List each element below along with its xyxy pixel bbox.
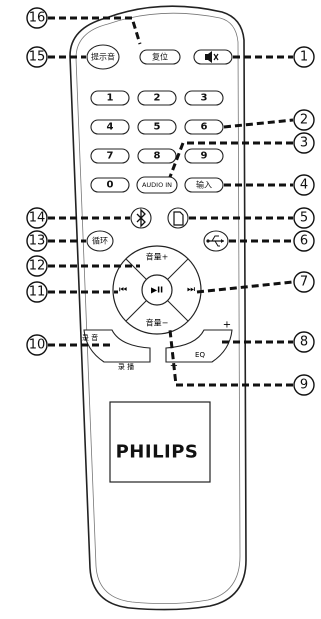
digit-3-label: 3 bbox=[201, 93, 208, 104]
callout-13-number: 13 bbox=[29, 234, 46, 249]
input-button[interactable]: 输入 bbox=[184, 177, 224, 193]
digit-3-button[interactable]: 3 bbox=[184, 90, 224, 106]
previous-button[interactable]: ⏮ bbox=[119, 285, 127, 295]
digit-2-button[interactable]: 2 bbox=[137, 90, 177, 106]
callout-9-number: 9 bbox=[300, 378, 308, 393]
digit-6-button[interactable]: 6 bbox=[184, 119, 224, 135]
play-pause-button[interactable]: ▶II bbox=[151, 286, 163, 295]
callout-12: 12 bbox=[26, 255, 48, 277]
callout-16: 16 bbox=[26, 7, 48, 29]
philips-logo: PHILIPS bbox=[116, 442, 199, 463]
volume-down-label: 音量− bbox=[146, 318, 169, 328]
bluetooth-icon bbox=[136, 208, 146, 228]
eq-label: EQ bbox=[195, 351, 205, 359]
callout-3-number: 3 bbox=[300, 136, 308, 151]
callout-13: 13 bbox=[26, 230, 48, 252]
digit-7-label: 7 bbox=[107, 151, 114, 162]
callout-8: 8 bbox=[293, 331, 315, 353]
callout-4: 4 bbox=[293, 174, 315, 196]
callout-11-number: 11 bbox=[29, 285, 46, 300]
callout-14-number: 14 bbox=[29, 211, 46, 226]
digit-8-button[interactable]: 8 bbox=[137, 148, 177, 164]
callout-3: 3 bbox=[293, 132, 315, 154]
reset-label: 复位 bbox=[152, 52, 168, 62]
speaker-mute-icon bbox=[205, 51, 219, 63]
next-button[interactable]: ⏭ bbox=[187, 285, 195, 295]
callout-15: 15 bbox=[26, 46, 48, 68]
callout-16-number: 16 bbox=[29, 11, 46, 26]
digit-4-button[interactable]: 4 bbox=[90, 119, 130, 135]
digit-5-button[interactable]: 5 bbox=[137, 119, 177, 135]
play-pause-icon: ▶II bbox=[151, 286, 163, 295]
record-label: 录 音 bbox=[82, 333, 98, 342]
prompt-tone-label: 提示音 bbox=[91, 52, 115, 62]
callout-6-number: 6 bbox=[300, 234, 308, 249]
callout-7: 7 bbox=[293, 271, 315, 293]
sd-card-button[interactable] bbox=[167, 207, 189, 229]
usb-icon bbox=[206, 235, 224, 247]
callout-11: 11 bbox=[26, 281, 48, 303]
volume-up-button[interactable]: 音量+ bbox=[146, 252, 169, 262]
digit-8-label: 8 bbox=[154, 151, 161, 162]
leader-lines bbox=[48, 16, 294, 387]
digit-1-button[interactable]: 1 bbox=[90, 90, 130, 106]
previous-icon: ⏮ bbox=[119, 285, 127, 295]
digit-7-button[interactable]: 7 bbox=[90, 148, 130, 164]
audio-in-label: AUDIO IN bbox=[142, 181, 172, 189]
bluetooth-button[interactable] bbox=[130, 207, 152, 229]
loop-label: 循环 bbox=[92, 236, 108, 246]
digit-9-label: 9 bbox=[201, 151, 208, 162]
digit-2-label: 2 bbox=[154, 93, 161, 104]
remote-inner-outline bbox=[75, 12, 241, 604]
callout-4-number: 4 bbox=[300, 178, 308, 193]
reset-button[interactable]: 复位 bbox=[139, 49, 181, 65]
callout-7-number: 7 bbox=[300, 275, 308, 290]
sd-card-icon bbox=[173, 211, 184, 226]
callout-1-number: 1 bbox=[300, 50, 308, 65]
callout-15-number: 15 bbox=[29, 50, 46, 65]
digit-1-label: 1 bbox=[107, 93, 114, 104]
loop-button[interactable]: 循环 bbox=[86, 230, 114, 252]
callout-8-number: 8 bbox=[300, 335, 308, 350]
callout-14: 14 bbox=[26, 207, 48, 229]
digit-4-label: 4 bbox=[107, 122, 114, 133]
digit-0-label: 0 bbox=[107, 180, 114, 191]
digit-6-label: 6 bbox=[201, 122, 208, 133]
callout-5-number: 5 bbox=[300, 211, 308, 226]
callout-10-number: 10 bbox=[29, 338, 46, 353]
callout-2: 2 bbox=[293, 109, 315, 131]
record-arc-button[interactable]: 录 音 录 播 bbox=[82, 329, 151, 371]
audio-in-button[interactable]: AUDIO IN bbox=[136, 176, 178, 194]
input-label: 输入 bbox=[196, 180, 212, 190]
prompt-tone-button[interactable]: 提示音 bbox=[86, 44, 120, 70]
mute-button[interactable] bbox=[193, 49, 233, 65]
callout-10: 10 bbox=[26, 334, 48, 356]
eq-plus-label: + bbox=[223, 320, 231, 331]
digit-9-button[interactable]: 9 bbox=[184, 148, 224, 164]
callout-2-number: 2 bbox=[300, 113, 308, 128]
callout-6: 6 bbox=[293, 230, 315, 252]
digit-5-label: 5 bbox=[154, 122, 161, 133]
next-icon: ⏭ bbox=[187, 285, 195, 295]
callout-9: 9 bbox=[293, 374, 315, 396]
nav-cluster bbox=[112, 245, 202, 335]
volume-down-button[interactable]: 音量− bbox=[146, 318, 169, 328]
callout-12-number: 12 bbox=[29, 259, 46, 274]
usb-button[interactable] bbox=[203, 230, 229, 252]
volume-up-label: 音量+ bbox=[146, 252, 169, 262]
callout-5: 5 bbox=[293, 207, 315, 229]
digit-0-button[interactable]: 0 bbox=[90, 177, 130, 193]
playback-label: 录 播 bbox=[118, 362, 134, 371]
callout-1: 1 bbox=[293, 46, 315, 68]
battery-cover bbox=[109, 401, 211, 483]
